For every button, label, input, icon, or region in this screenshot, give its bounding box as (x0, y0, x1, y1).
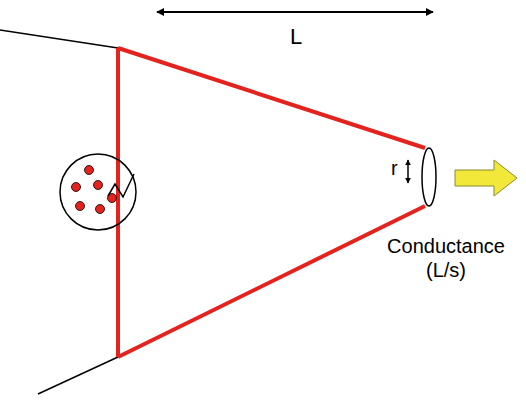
dimension-label: r (391, 156, 398, 180)
orifice (422, 148, 436, 206)
cone-side (118, 48, 425, 148)
molecule-path (108, 174, 134, 197)
dimension-label: L (290, 24, 302, 50)
flow-arrow (455, 160, 517, 196)
chamber-wall (38, 357, 118, 394)
gas-molecules (72, 166, 117, 214)
cone-side (118, 206, 425, 357)
length-dimension (157, 11, 433, 13)
radius-dimension (407, 160, 409, 183)
gas-volume (60, 154, 136, 230)
chamber-wall (0, 30, 118, 48)
quantity-label: Conductance (L/s) (378, 234, 514, 282)
